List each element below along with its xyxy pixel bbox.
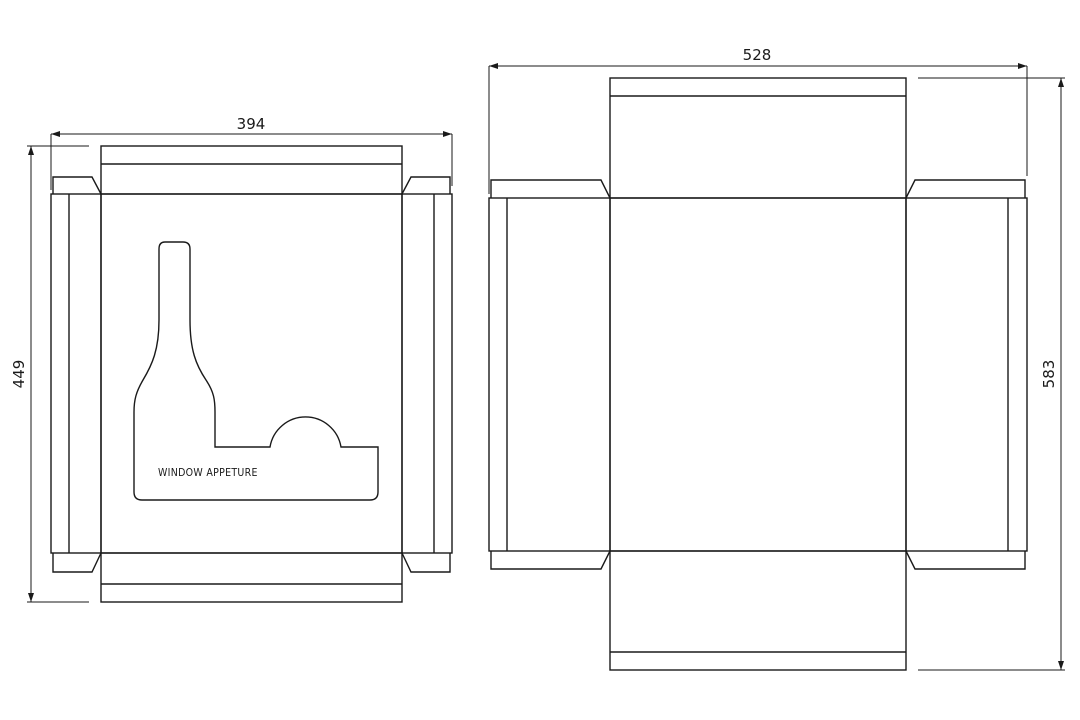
right-height-label: 583 — [1040, 360, 1058, 389]
right-bottom-flap — [609, 550, 907, 671]
right-corner-tab-br — [905, 550, 1026, 570]
left-dieline: WINDOW APPETURE 394 449 — [10, 115, 453, 603]
right-height-dimension: 583 — [918, 77, 1065, 671]
bottle-window-cutout — [133, 241, 379, 501]
right-main-panel — [609, 197, 907, 552]
right-side-flap-right — [905, 197, 1028, 552]
left-width-dimension: 394 — [50, 115, 453, 190]
left-height-label: 449 — [10, 360, 28, 389]
left-bottom-flap — [100, 552, 403, 603]
right-dieline: 528 583 — [488, 46, 1065, 671]
right-width-label: 528 — [743, 46, 772, 64]
right-top-flap — [609, 77, 907, 199]
right-corner-tab-tl — [490, 179, 611, 199]
left-corner-tab-tr — [401, 176, 451, 195]
left-top-flap — [100, 145, 403, 195]
left-height-dimension: 449 — [10, 145, 89, 603]
right-corner-tab-tr — [905, 179, 1026, 199]
left-corner-tab-tl — [52, 176, 102, 195]
window-aperture-label: WINDOW APPETURE — [158, 467, 258, 479]
left-corner-tab-br — [401, 552, 451, 573]
left-side-flap-right — [401, 193, 453, 554]
left-side-flap-left — [50, 193, 102, 554]
right-width-dimension: 528 — [488, 46, 1028, 194]
left-width-label: 394 — [237, 115, 266, 133]
right-side-flap-left — [488, 197, 611, 552]
left-corner-tab-bl — [52, 552, 102, 573]
right-corner-tab-bl — [490, 550, 611, 570]
